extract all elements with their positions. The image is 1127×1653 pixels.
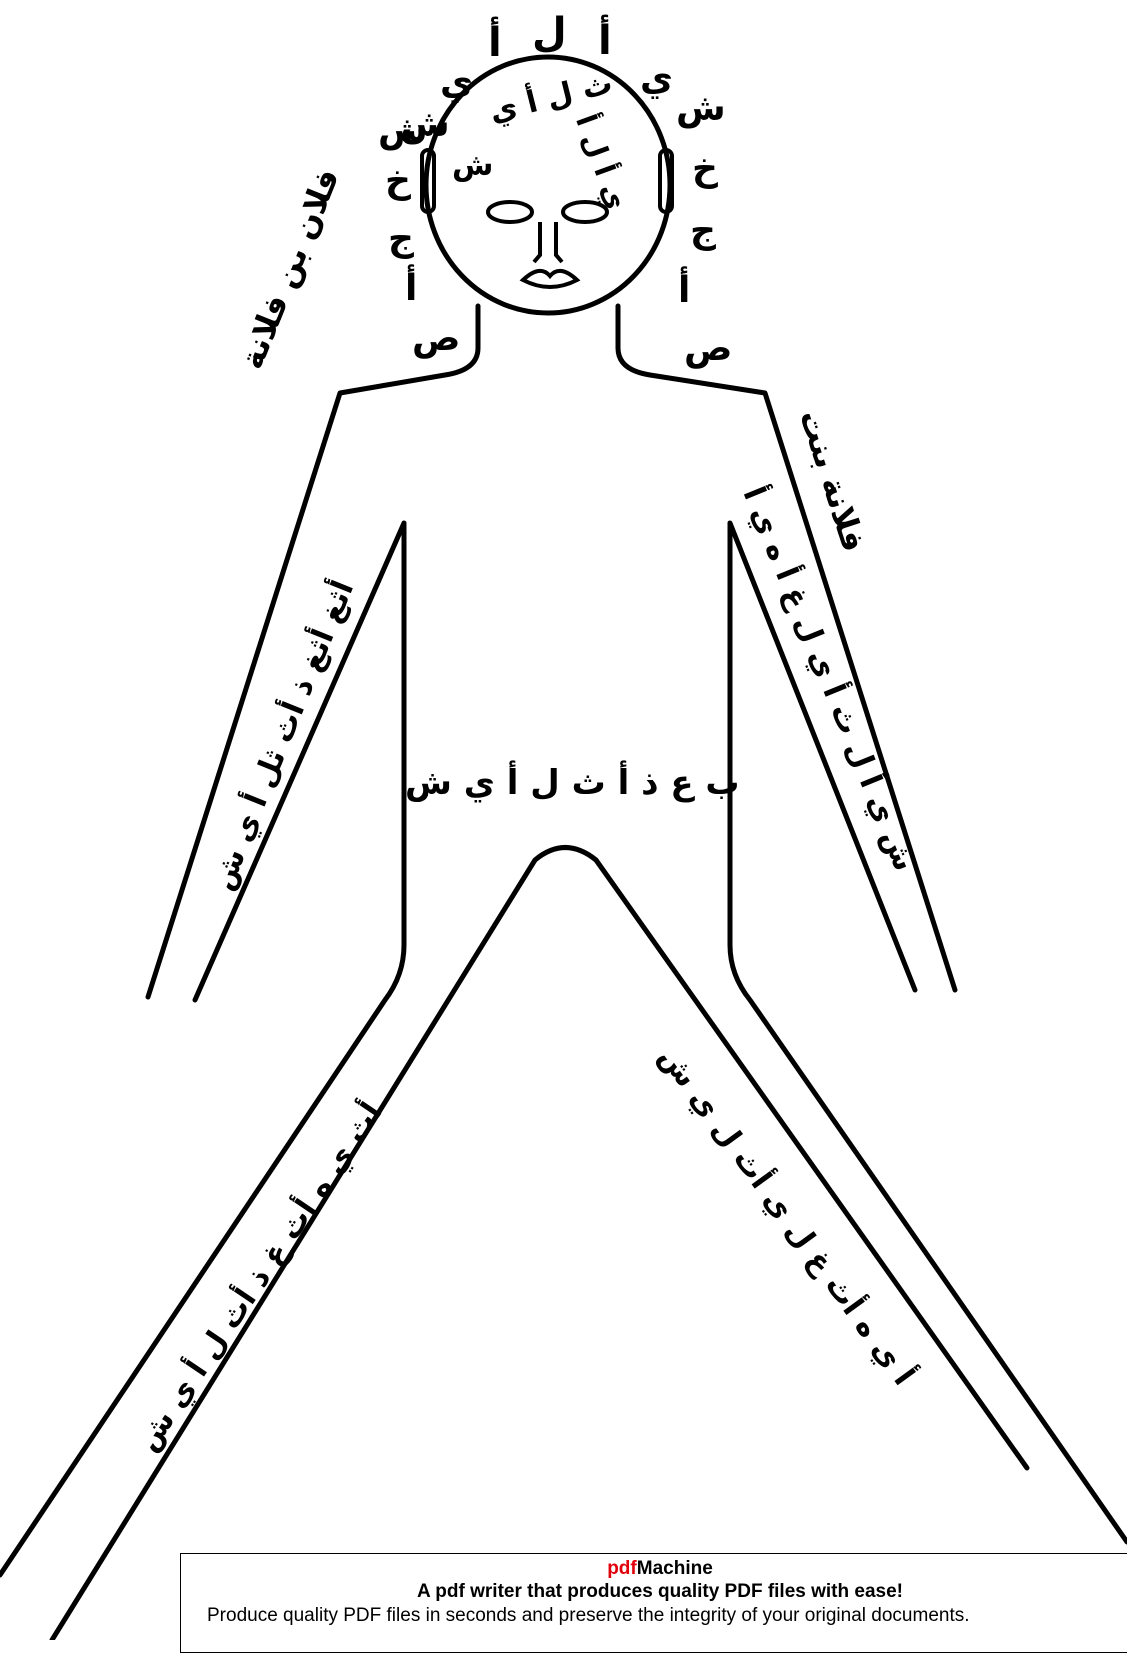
- inner-head-right: ي أ ل أ: [569, 110, 634, 214]
- banner-tagline: A pdf writer that produces quality PDF f…: [181, 1580, 1127, 1604]
- brand-pdf-text: pdf: [607, 1558, 637, 1579]
- right-arm-text: ش ي أ ل ث أ ي ل غ أ ه ي أ: [736, 482, 922, 876]
- left-arm-text: أثغ أثغ ذ أث ثل أ ي ش: [205, 576, 361, 895]
- outer-left-letter: أ: [405, 268, 417, 309]
- outer-left-letter: ج: [388, 218, 414, 259]
- outer-top-letter: ل: [532, 10, 567, 56]
- outer-top-letter: ي: [640, 58, 673, 99]
- outer-top-letter: أ: [488, 20, 502, 66]
- pdfmachine-banner: pdfMachine A pdf writer that produces qu…: [180, 1553, 1127, 1653]
- outer-right-letter: ص: [684, 328, 732, 369]
- body-center-text: ب ع ذ أ ث ل أ ي ش: [405, 763, 740, 803]
- outer-right-letter: أ: [678, 270, 690, 311]
- left-leg-text: أث ي ه أث غ ذ أث ل أ ي ش: [130, 1096, 389, 1457]
- right-shoulder-name: فلانة بنت: [792, 405, 873, 556]
- outer-right-letter: ش: [676, 88, 726, 129]
- outer-right-letter: ج: [690, 210, 716, 251]
- outer-top-letter: أ: [598, 18, 612, 64]
- outer-left-letter: ش: [378, 110, 428, 151]
- right-leg-text: أ ي ه أث غ ل ي أث ل ي ش: [652, 1040, 921, 1392]
- left-shoulder-name: فلان بن فلانة: [232, 163, 347, 374]
- outer-top-letter: ي: [440, 62, 473, 103]
- outer-right-letter: خ: [692, 148, 718, 189]
- inner-head-left: ش: [452, 148, 493, 183]
- banner-footer-text: Produce quality PDF files in seconds and…: [181, 1604, 1127, 1628]
- brand-machine-text: Machine: [637, 1558, 713, 1579]
- brand-logo: pdfMachine: [181, 1558, 1127, 1580]
- outer-left-letter: ص: [412, 318, 460, 359]
- outer-left-letter: خ: [385, 160, 411, 201]
